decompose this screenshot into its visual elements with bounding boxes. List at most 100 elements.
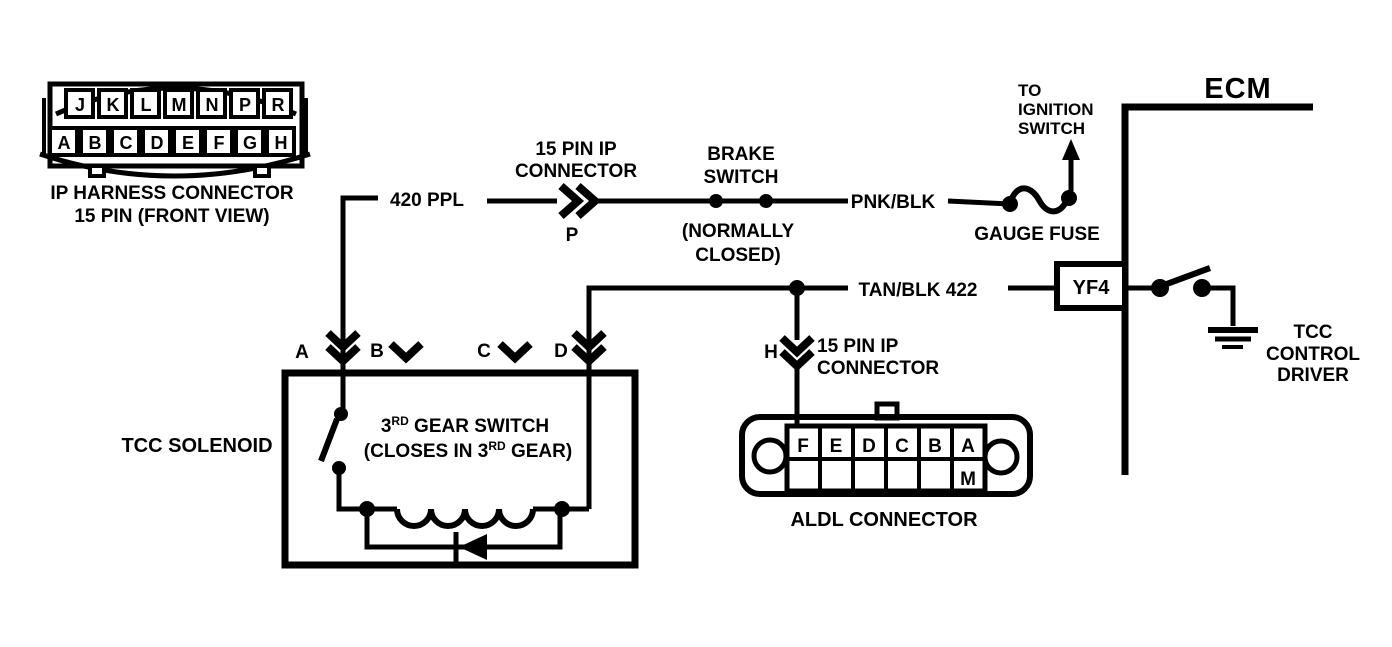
pin-label: B	[89, 133, 102, 153]
aldl-pin-label: B	[928, 436, 942, 457]
pin-label: C	[120, 133, 133, 153]
pin-box	[265, 126, 296, 157]
brake-switch-label1: BRAKE	[707, 144, 775, 165]
gear-switch-text: (CLOSES IN 3	[364, 441, 489, 462]
yf4-terminal-box	[1054, 261, 1128, 311]
fuse-icon	[1007, 185, 1071, 215]
wire-tan-blk	[586, 285, 848, 509]
pin-label: N	[206, 95, 219, 115]
solenoid-pin-d-label: D	[554, 341, 568, 362]
gauge-fuse-group: GAUGE FUSE TO IGNITION SWITCH	[974, 81, 1100, 245]
solenoid-inner-wire	[336, 468, 367, 512]
tcc-solenoid-box	[281, 369, 639, 569]
aldl-pin-label: E	[830, 436, 843, 457]
tan-blk-circuit: TAN/BLK 422 H 15 PIN IP CONNECTOR	[586, 280, 1057, 509]
gear-switch-text: GEAR SWITCH	[409, 416, 549, 437]
pin-label: H	[275, 133, 288, 153]
inline-connector-h-label1: 15 PIN IP	[817, 336, 899, 357]
tcc-driver-label1: TCC	[1293, 322, 1332, 343]
pin-box	[172, 126, 203, 157]
ground-icon	[1208, 327, 1258, 349]
pin-label: D	[151, 133, 164, 153]
pin-label: R	[272, 95, 285, 115]
wire-420-ppl	[340, 195, 378, 412]
connector-tab	[253, 164, 271, 178]
pin-label: G	[243, 133, 257, 153]
gear-switch-text: 3	[381, 416, 392, 437]
connector-frame	[47, 81, 305, 169]
pin-label: L	[141, 95, 152, 115]
aldl-pin-label: C	[895, 436, 909, 457]
aldl-pin-label: M	[960, 469, 976, 490]
ecm-label: ECM	[1204, 73, 1271, 105]
tcc-driver-label3: DRIVER	[1277, 365, 1349, 386]
pin-label: F	[214, 133, 225, 153]
brake-switch-note2: CLOSED)	[695, 245, 781, 266]
pin-label: M	[172, 95, 187, 115]
brake-switch-label2: SWITCH	[704, 167, 779, 188]
pin-box	[163, 88, 194, 119]
tcc-driver-label2: CONTROL	[1266, 344, 1360, 365]
pin-label: E	[182, 133, 194, 153]
inline-connector-h-pin: H	[764, 342, 778, 363]
pin-box	[262, 88, 293, 119]
inline-connector-p-icon	[558, 183, 602, 219]
ip-harness-caption-line2: 15 PIN (FRONT VIEW)	[74, 206, 269, 227]
gear-switch-contact	[334, 407, 348, 421]
gear-switch-caption-line1: 3RD GEAR SWITCH	[381, 414, 549, 437]
ignition-dest-line3: SWITCH	[1018, 119, 1085, 138]
gear-switch-text: GEAR)	[506, 441, 573, 462]
up-arrow-icon	[1062, 139, 1080, 160]
pin-box	[130, 88, 161, 119]
aldl-pin-label: A	[961, 436, 975, 457]
solenoid-pin-a-label: A	[295, 342, 309, 363]
inline-connector-p-label1: 15 PIN IP	[535, 139, 617, 160]
ip-harness-top-row: J K L M N P R	[64, 88, 293, 119]
brake-switch-contact	[709, 194, 723, 208]
inline-connector-p-pin: P	[566, 225, 579, 246]
aldl-connector: F E D C B A M ALDL CONNECTOR	[739, 401, 1033, 531]
pin-label: A	[58, 133, 71, 153]
brake-switch-note1: (NORMALLY	[682, 221, 795, 242]
pin-b-connector-icon	[388, 341, 424, 364]
gear-switch-sup: RD	[488, 439, 506, 453]
driver-switch-blade	[1162, 265, 1212, 288]
gear-switch-sup: RD	[391, 414, 409, 428]
driver-ground-wire	[1202, 285, 1236, 326]
pin-label: J	[75, 95, 85, 115]
wire-420-ppl-label: 420 PPL	[390, 190, 464, 211]
pin-box	[79, 126, 110, 157]
solenoid-pin-c-label: C	[477, 341, 491, 362]
pin-box	[196, 88, 227, 119]
ecm-group: ECM YF4 TCC CONTROL DRIVER	[1054, 73, 1360, 475]
wire-pnk-blk	[947, 198, 1011, 207]
pin-d-connector-icon	[571, 330, 607, 367]
gear-switch-caption-line2: (CLOSES IN 3RD GEAR)	[364, 439, 572, 462]
pin-a-connector-icon	[325, 330, 361, 367]
ip-harness-connector: J K L M N P R A B C D E F G H IP H	[39, 81, 311, 227]
pin-box	[203, 126, 234, 157]
pin-box	[234, 126, 265, 157]
pin-box	[48, 126, 79, 157]
pin-box	[97, 88, 128, 119]
pin-c-connector-icon	[497, 341, 533, 364]
brake-switch-contact	[759, 194, 773, 208]
inline-connector-p-label2: CONNECTOR	[515, 161, 637, 182]
connector-tab	[88, 164, 106, 178]
solenoid-coil-icon	[394, 508, 536, 529]
ppl-circuit: 420 PPL 15 PIN IP CONNECTOR P BRAKE SWIT…	[340, 139, 1011, 412]
pin-box	[110, 126, 141, 157]
inline-connector-h-label2: CONNECTOR	[817, 358, 939, 379]
aldl-top-tab	[874, 401, 900, 421]
fuse-terminal	[1061, 190, 1077, 206]
diode-icon	[459, 534, 487, 560]
pin-label: K	[107, 95, 120, 115]
pin-label: P	[239, 95, 251, 115]
wire-pnk-blk-label: PNK/BLK	[851, 192, 936, 213]
ip-harness-caption-line1: IP HARNESS CONNECTOR	[50, 183, 293, 204]
gear-switch-blade	[318, 417, 340, 463]
aldl-caption: ALDL CONNECTOR	[790, 509, 978, 531]
ecm-boundary	[1121, 103, 1313, 475]
